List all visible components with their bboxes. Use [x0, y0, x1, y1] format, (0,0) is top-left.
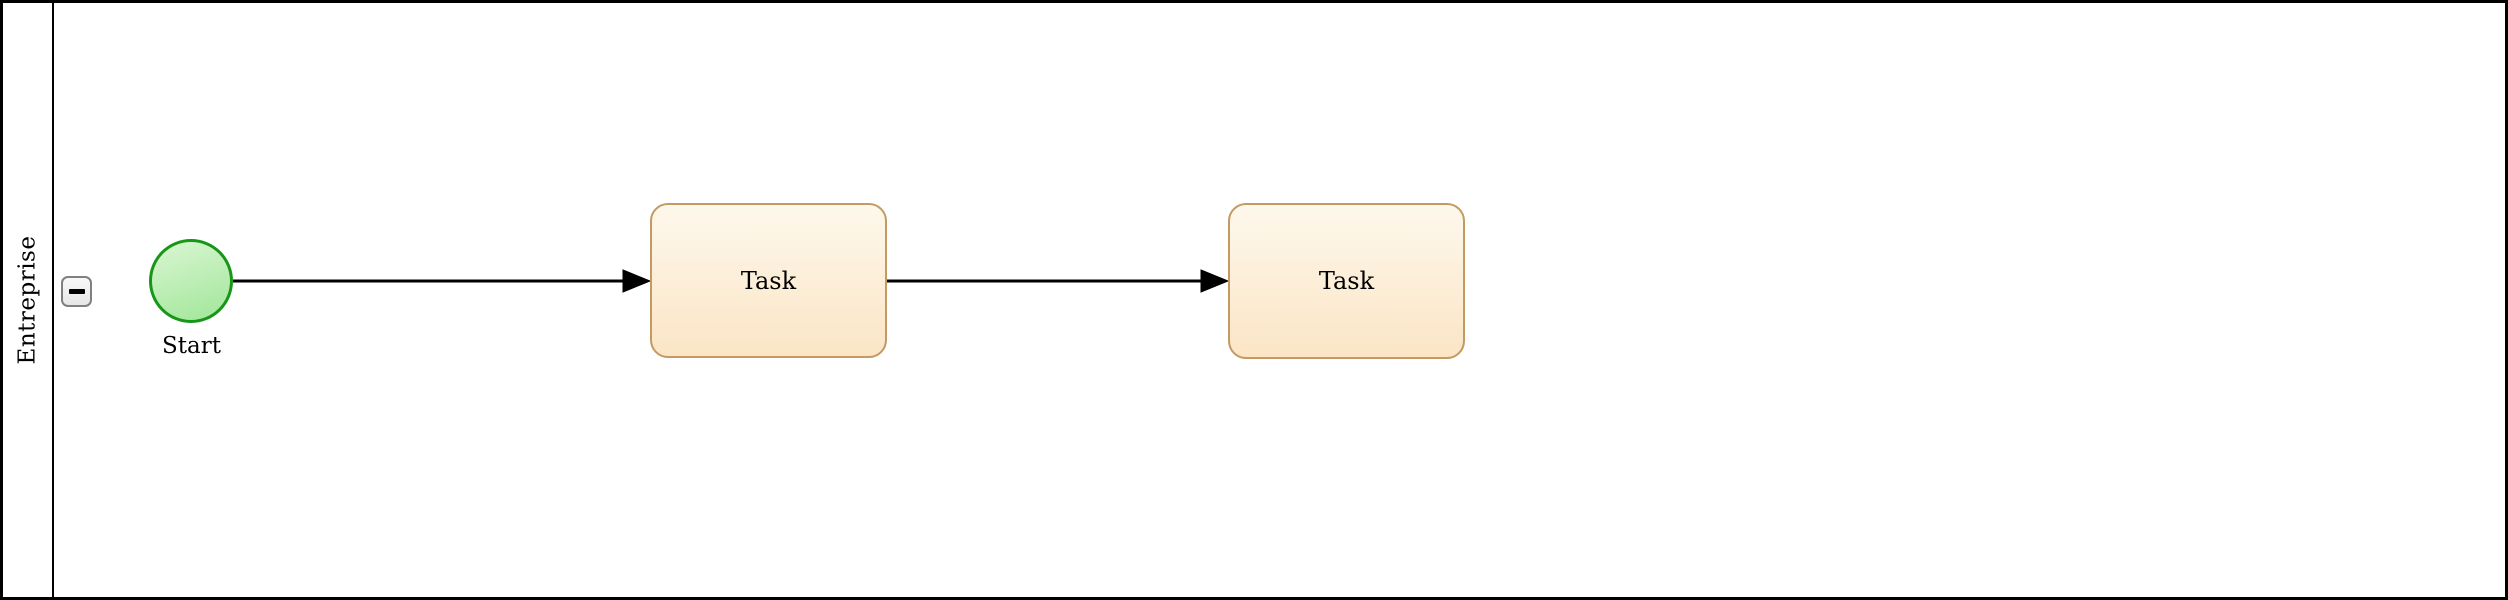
task-node-2[interactable]: Task	[1228, 203, 1465, 359]
sequence-flow-task1-to-task2[interactable]	[887, 269, 1230, 293]
pool-collapse-button[interactable]	[61, 276, 92, 307]
task-node-1[interactable]: Task	[650, 203, 887, 358]
task-1-label: Task	[740, 266, 797, 295]
start-event-label: Start	[162, 333, 221, 359]
task-2-label: Task	[1318, 267, 1375, 295]
pool-label-band[interactable]: Entreprise	[3, 3, 54, 597]
start-event-node[interactable]	[149, 239, 233, 323]
pool-label: Entreprise	[14, 235, 41, 365]
sequence-flow-start-to-task1[interactable]	[233, 269, 652, 293]
minus-icon	[68, 289, 85, 294]
